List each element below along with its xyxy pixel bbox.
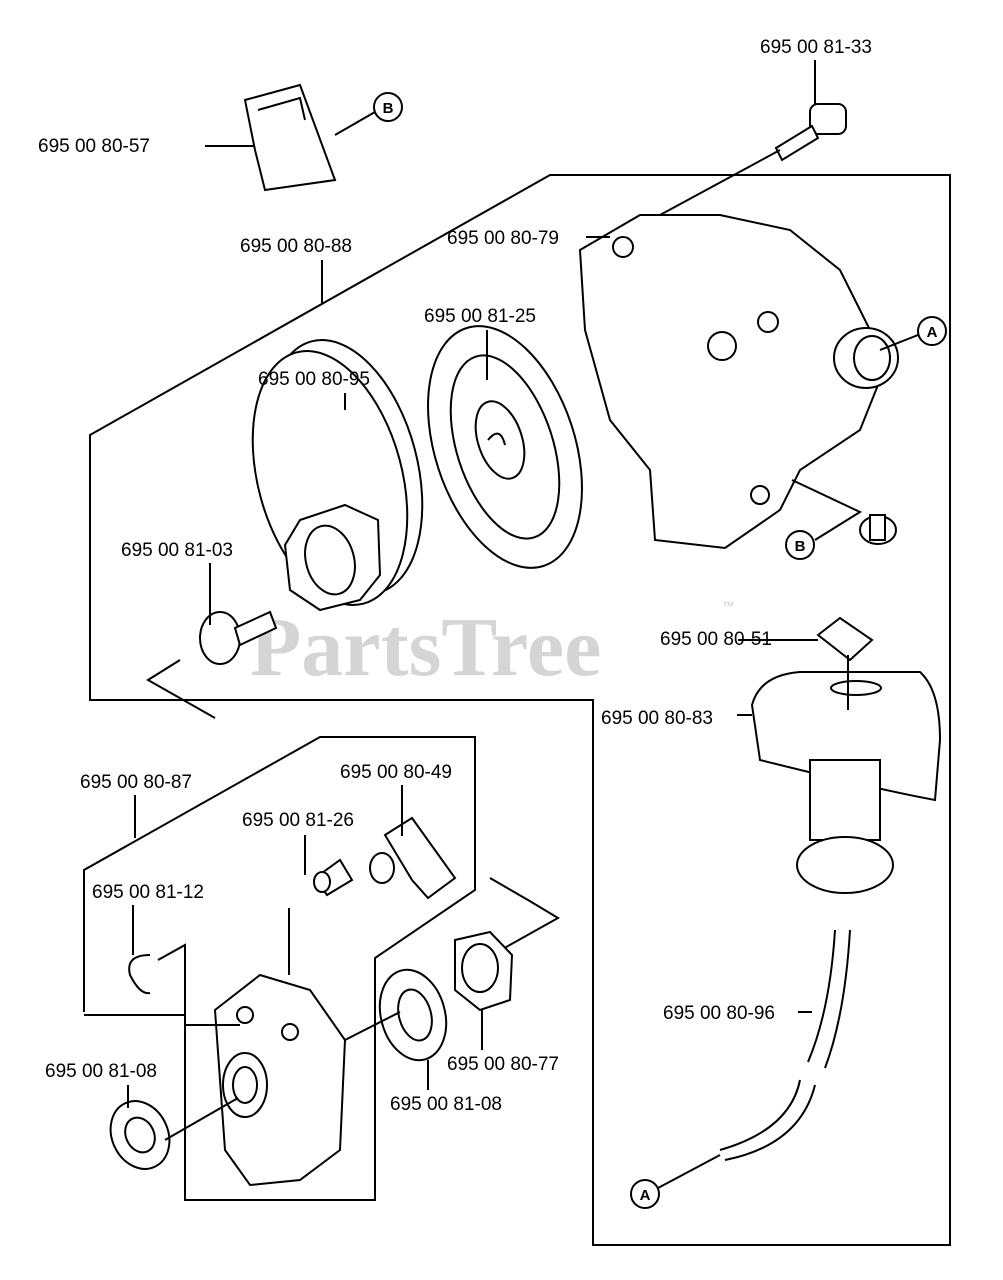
part-nut-8077[interactable] — [454, 930, 514, 1012]
break-line — [146, 659, 216, 719]
watermark-tm: ™ — [722, 599, 734, 613]
part-label-8125[interactable]: 695 00 81-25 — [424, 306, 536, 327]
part-label-8108b[interactable]: 695 00 81-08 — [390, 1094, 502, 1115]
part-label-8051[interactable]: 695 00 80-51 — [660, 629, 772, 650]
ref-b-top: B — [373, 92, 403, 122]
watermark: PartsTree — [250, 601, 601, 694]
part-label-8096[interactable]: 695 00 80-96 — [663, 1003, 775, 1024]
part-label-8077[interactable]: 695 00 80-77 — [447, 1054, 559, 1075]
part-label-8083[interactable]: 695 00 80-83 — [601, 708, 713, 729]
part-eclip-8112[interactable] — [128, 954, 151, 995]
part-label-8133[interactable]: 695 00 81-33 — [760, 37, 872, 58]
part-bracket-8057[interactable] — [243, 83, 337, 192]
part-label-8088[interactable]: 695 00 80-88 — [240, 236, 352, 257]
svg-text:A: A — [927, 324, 938, 341]
leader-nut — [489, 877, 560, 956]
part-washer-8108b[interactable] — [370, 962, 456, 1067]
ref-b-housing: B — [785, 530, 815, 560]
svg-text:B: B — [795, 538, 806, 555]
part-pulley-8095[interactable] — [227, 323, 448, 622]
part-label-8049[interactable]: 695 00 80-49 — [340, 762, 452, 783]
group-bracket-lower — [83, 736, 476, 1201]
part-rope-8096[interactable] — [719, 929, 851, 1161]
svg-text:B: B — [383, 100, 394, 117]
part-label-8079[interactable]: 695 00 80-79 — [447, 228, 559, 249]
part-washer-8108a[interactable] — [100, 1091, 180, 1178]
ref-a-housing: A — [917, 316, 947, 346]
part-label-8126[interactable]: 695 00 81-26 — [242, 810, 354, 831]
part-pawl-spring-8126[interactable] — [313, 858, 354, 897]
svg-text:A: A — [640, 1187, 651, 1204]
part-ratchet[interactable] — [213, 973, 347, 1187]
part-pawl-8049[interactable] — [369, 816, 457, 900]
part-screw-8133[interactable] — [774, 103, 847, 162]
part-handle-8083[interactable] — [750, 671, 942, 894]
ref-a-rope: A — [630, 1179, 660, 1209]
part-label-8057[interactable]: 695 00 80-57 — [38, 136, 150, 157]
part-plate-8051[interactable] — [816, 514, 897, 662]
part-label-8112[interactable]: 695 00 81-12 — [92, 882, 204, 903]
group-bracket-main — [89, 174, 951, 1246]
part-label-8103[interactable]: 695 00 81-03 — [121, 540, 233, 561]
part-label-8108a[interactable]: 695 00 81-08 — [45, 1061, 157, 1082]
part-spring-8125[interactable] — [400, 306, 610, 587]
part-label-8087[interactable]: 695 00 80-87 — [80, 772, 192, 793]
part-housing-8079[interactable] — [578, 214, 899, 550]
leader-lines — [127, 60, 919, 1189]
part-label-8095[interactable]: 695 00 80-95 — [258, 369, 370, 390]
